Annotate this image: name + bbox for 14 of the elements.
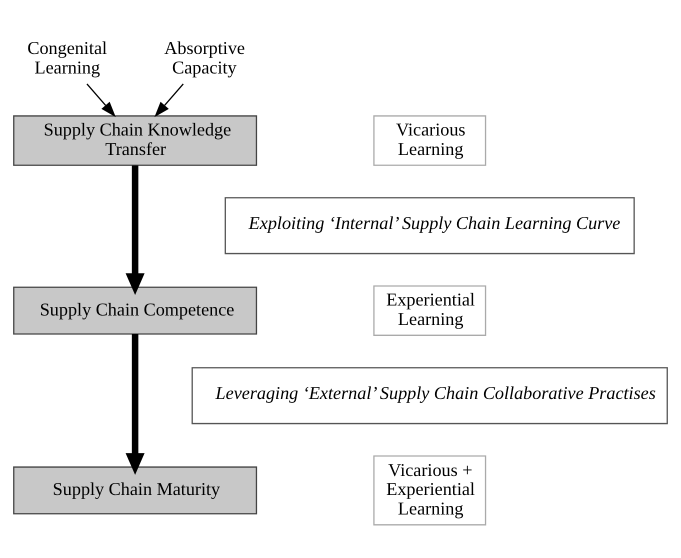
node-text: Congenital Learning: [27, 37, 108, 77]
node-box: Supply Chain Competence: [13, 286, 258, 334]
node-text: Absorptive Capacity: [164, 37, 245, 77]
node-box: Leveraging ‘External’ Supply Chain Collaborative Practises: [192, 366, 668, 424]
node-box: Supply Chain Knowledge Transfer: [13, 114, 258, 166]
arrow: [154, 82, 184, 117]
node-box: Vicarious + Experiential Learning: [373, 454, 486, 525]
node-box: Exploiting ‘Internal’ Supply Chain Learning Curve: [224, 196, 635, 254]
arrow: [126, 334, 145, 474]
node-box: Vicarious Learning: [373, 114, 486, 166]
arrow: [86, 82, 116, 117]
node-box: Experiential Learning: [373, 284, 486, 336]
arrow: [126, 165, 145, 294]
node-box: Supply Chain Maturity: [13, 466, 258, 514]
